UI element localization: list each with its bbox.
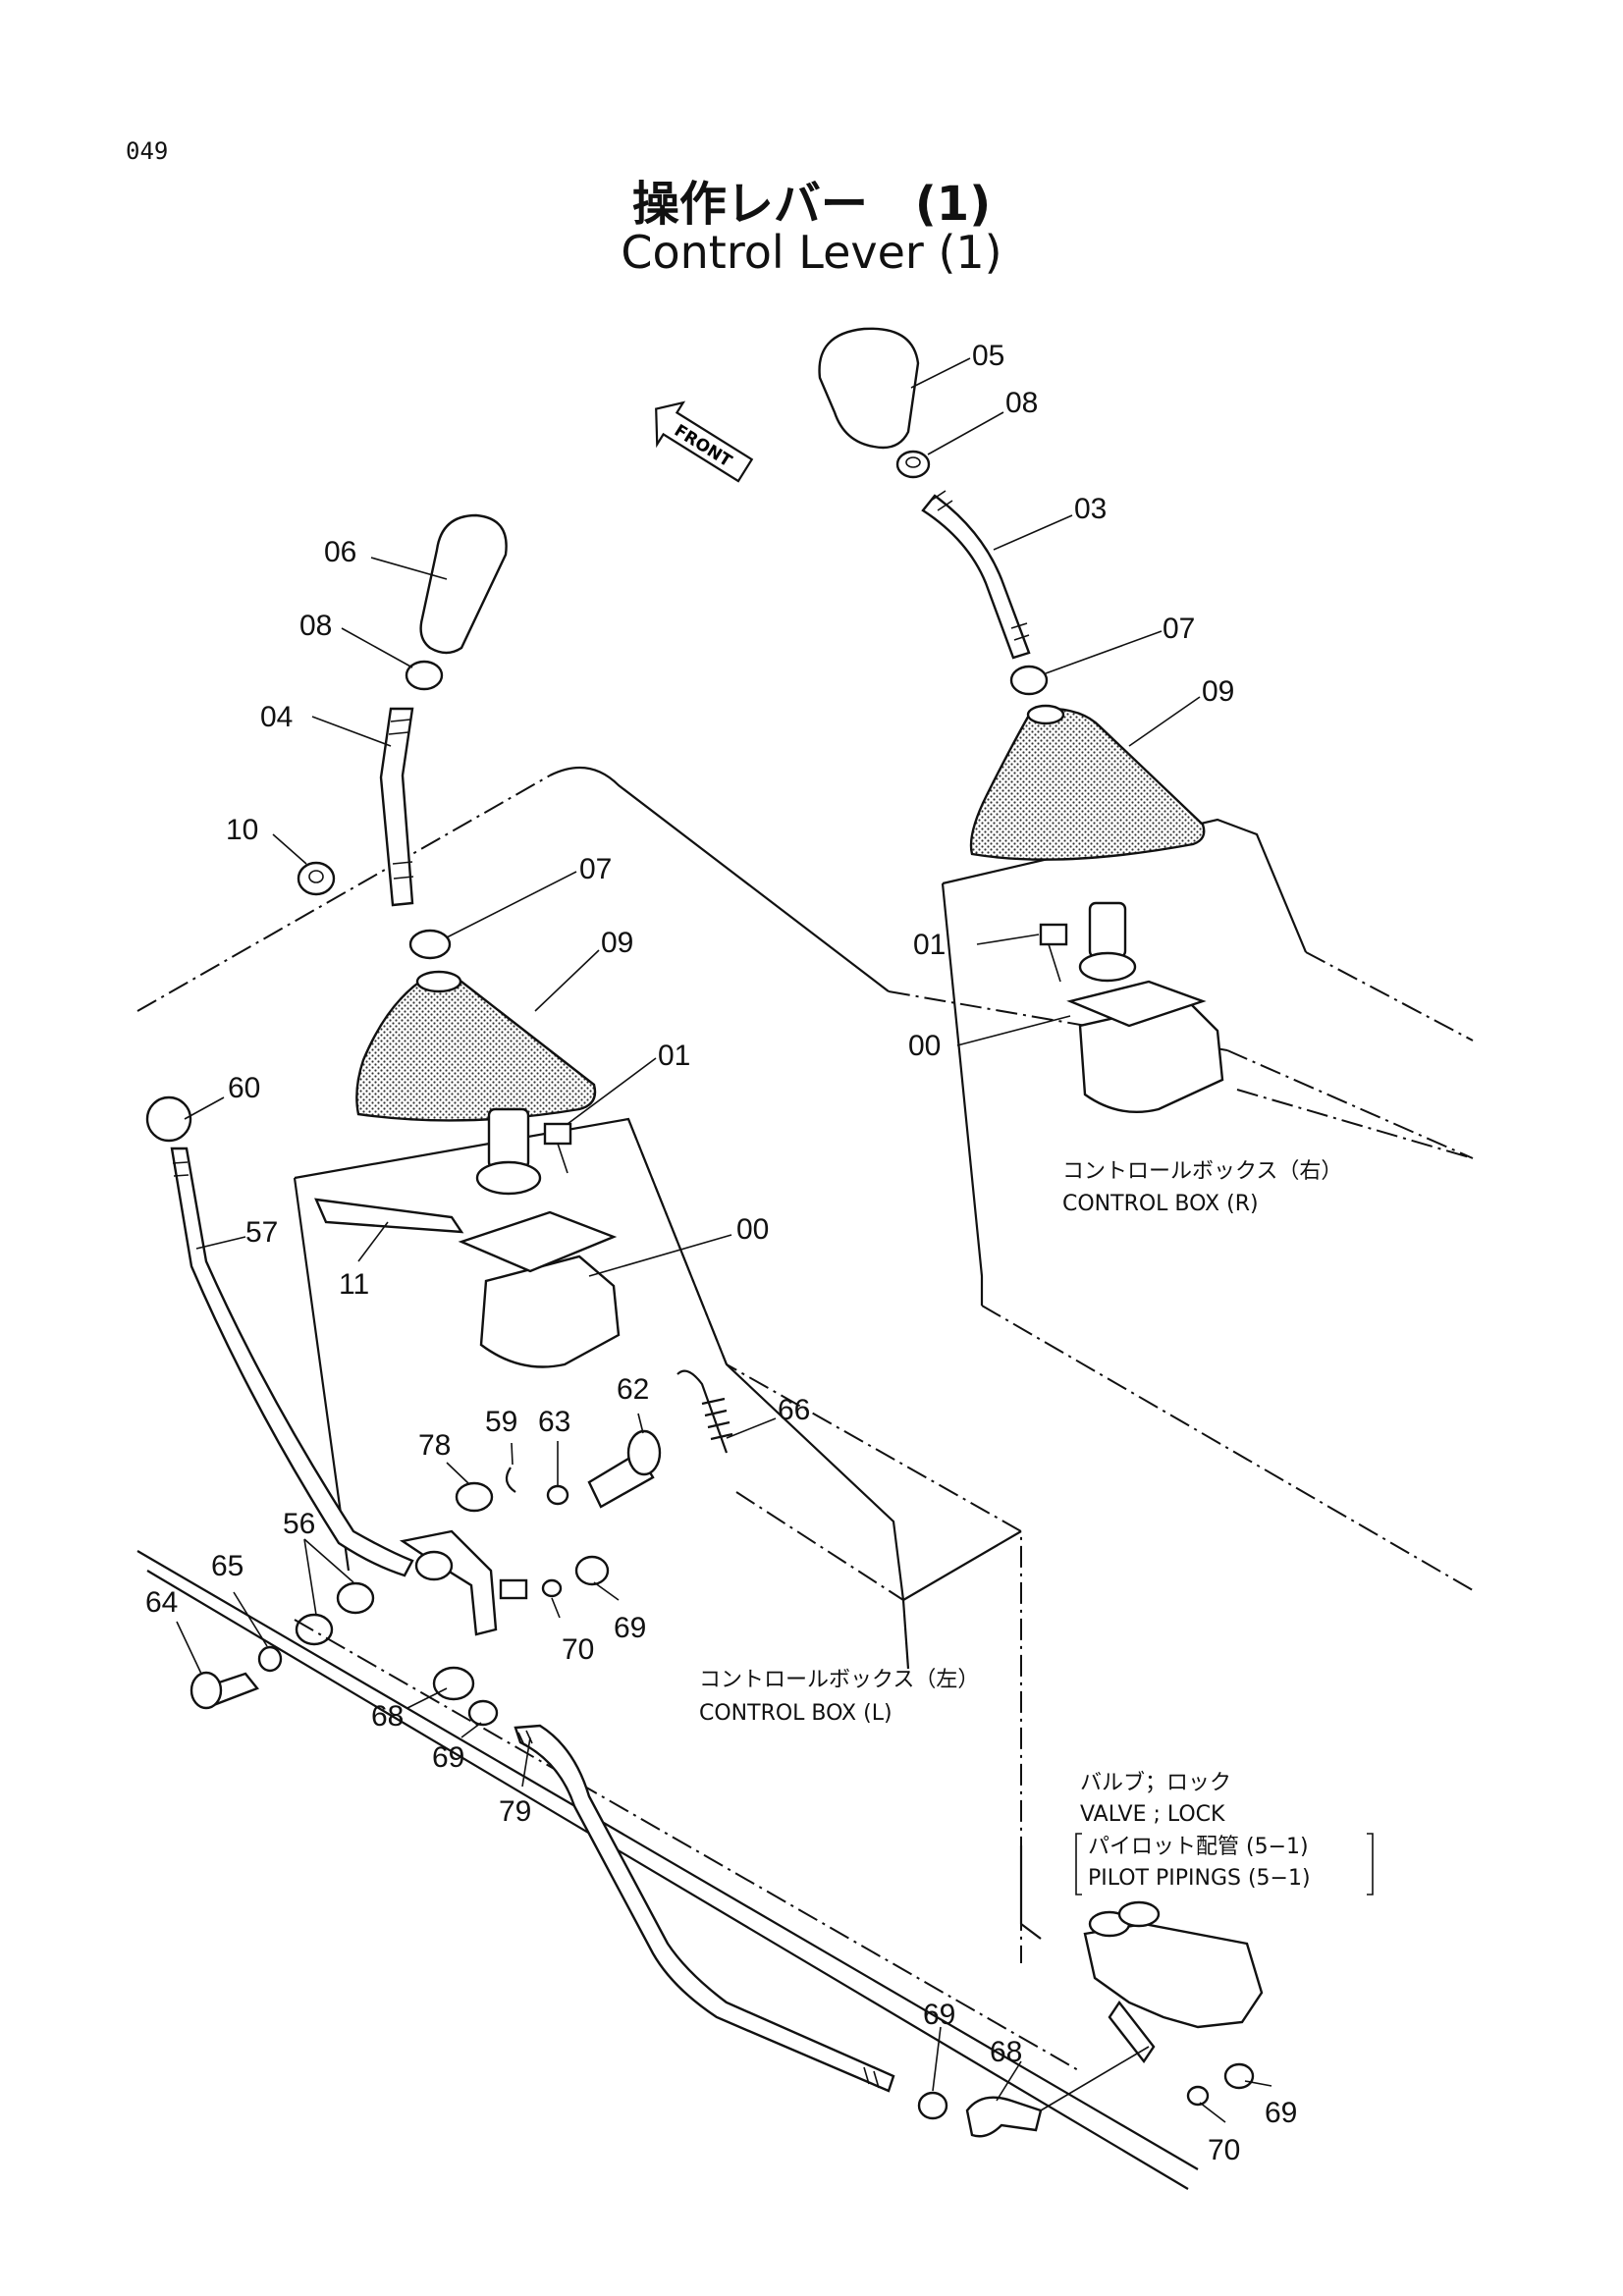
caption-valve-lock-en: VALVE ; LOCK: [1080, 1802, 1225, 1827]
callout-08-right: 08: [1005, 387, 1038, 419]
caption-pilot-piping-jp: パイロット配管 (5−1): [1088, 1835, 1309, 1859]
page-number: 049: [126, 137, 169, 165]
callout-04: 04: [260, 701, 293, 733]
callout-79: 79: [499, 1795, 531, 1828]
callout-59: 59: [485, 1406, 517, 1438]
caption-control-box-right-en: CONTROL BOX (R): [1062, 1192, 1259, 1216]
callout-70-lower: 70: [1208, 2134, 1240, 2166]
callout-69-lower: 69: [923, 1999, 955, 2031]
lock-lever-linkage: [145, 1095, 733, 1727]
callout-60: 60: [228, 1072, 260, 1104]
caption-pilot-piping-en: PILOT PIPINGS (5−1): [1088, 1866, 1311, 1891]
bracket-right: [1367, 1833, 1374, 1896]
right-lever-assembly: [818, 327, 1224, 1114]
callout-07-right: 07: [1163, 613, 1195, 645]
callout-65: 65: [211, 1550, 243, 1582]
lock-valve-assembly: [917, 1900, 1264, 2138]
title-japanese: 操作レバー (1): [631, 177, 992, 232]
callout-leader-lines: [176, 357, 1272, 2123]
caption-control-box-right-jp: コントロールボックス（右）: [1062, 1159, 1342, 1184]
callout-64: 64: [145, 1586, 178, 1619]
bracket-left: [1075, 1833, 1082, 1896]
callout-62: 62: [617, 1373, 649, 1406]
callout-68-upper: 68: [371, 1700, 404, 1733]
callout-07-left: 07: [579, 853, 612, 885]
front-direction-arrow: FRONT: [655, 400, 754, 483]
callout-06: 06: [324, 536, 356, 568]
callout-56: 56: [283, 1508, 315, 1540]
control-box-left-outline: [136, 766, 1228, 1963]
caption-control-box-left-jp: コントロールボックス（左）: [699, 1668, 979, 1692]
callout-78: 78: [418, 1429, 451, 1462]
callout-10: 10: [226, 814, 258, 846]
callout-11: 11: [339, 1268, 369, 1301]
pilot-pipe-and-frame: [136, 1550, 1199, 2190]
callout-69-valve: 69: [1265, 2097, 1297, 2129]
callout-05: 05: [972, 340, 1004, 372]
callout-00-right: 00: [908, 1030, 941, 1062]
callout-00-left: 00: [736, 1213, 769, 1246]
callout-57: 57: [245, 1216, 278, 1249]
callout-69-upper: 69: [614, 1612, 646, 1644]
callout-03: 03: [1074, 493, 1107, 525]
caption-control-box-left-en: CONTROL BOX (L): [699, 1701, 893, 1726]
callout-01-left: 01: [658, 1040, 690, 1072]
callout-09-left: 09: [601, 927, 633, 959]
captions: コントロールボックス（右） CONTROL BOX (R) コントロールボックス…: [699, 1159, 1374, 1896]
callout-08-left: 08: [299, 610, 332, 642]
callout-numbers: 05 08 03 07 09 01 00 06 08 04 10 07 09 0…: [145, 340, 1297, 2166]
title-english: Control Lever (1): [621, 226, 1002, 279]
caption-valve-lock-jp: バルブ；ロック: [1080, 1771, 1231, 1795]
left-lever-assembly: [297, 513, 621, 1368]
callout-09-right: 09: [1202, 675, 1234, 708]
callout-63: 63: [538, 1406, 570, 1438]
callout-68-lower: 68: [990, 2036, 1022, 2068]
callout-69-middle: 69: [432, 1741, 464, 1774]
callout-66: 66: [778, 1394, 810, 1426]
control-box-right-outline: [941, 818, 1474, 1591]
callout-70-upper: 70: [562, 1633, 594, 1666]
callout-01-right: 01: [913, 929, 946, 961]
